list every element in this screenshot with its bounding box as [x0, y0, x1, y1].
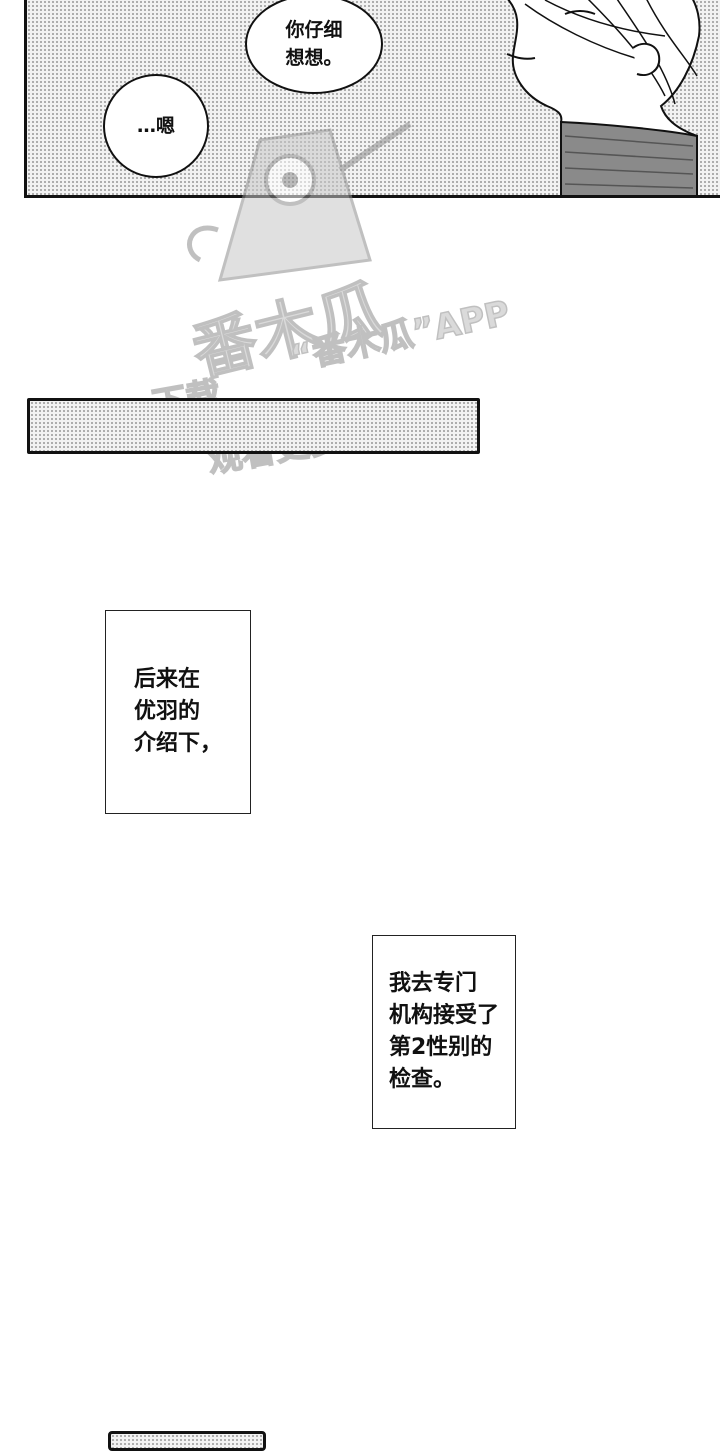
narration-line: 我去专门 [388, 971, 477, 996]
speech-line: 想想。 [285, 47, 343, 69]
speech-line: 你仔细 [285, 19, 343, 41]
narration-line: 介绍下， [133, 731, 222, 756]
speech-bubble-reply: …嗯 [103, 74, 209, 178]
character-illustration [506, 0, 701, 195]
narration-line: 第2性别的 [388, 1035, 493, 1060]
narration-line: 后来在 [133, 667, 200, 692]
speech-line: …嗯 [136, 115, 175, 137]
narration-line: 检查。 [388, 1067, 455, 1092]
watermark-brand: 番木瓜 [185, 272, 391, 392]
watermark-app-line: “番木瓜”APP [286, 292, 514, 379]
speech-bubble-think: 你仔细 想想。 [245, 0, 383, 94]
top-comic-panel: 你仔细 想想。 …嗯 [24, 0, 720, 198]
narration-box-1: 后来在 优羽的 介绍下， [105, 610, 251, 814]
narration-box-2: 我去专门 机构接受了 第2性别的 检查。 [372, 935, 516, 1129]
bottom-strip-panel [108, 1431, 266, 1451]
narration-line: 机构接受了 [388, 1003, 499, 1028]
screentone-strip-panel [27, 398, 480, 454]
narration-line: 优羽的 [133, 699, 200, 724]
